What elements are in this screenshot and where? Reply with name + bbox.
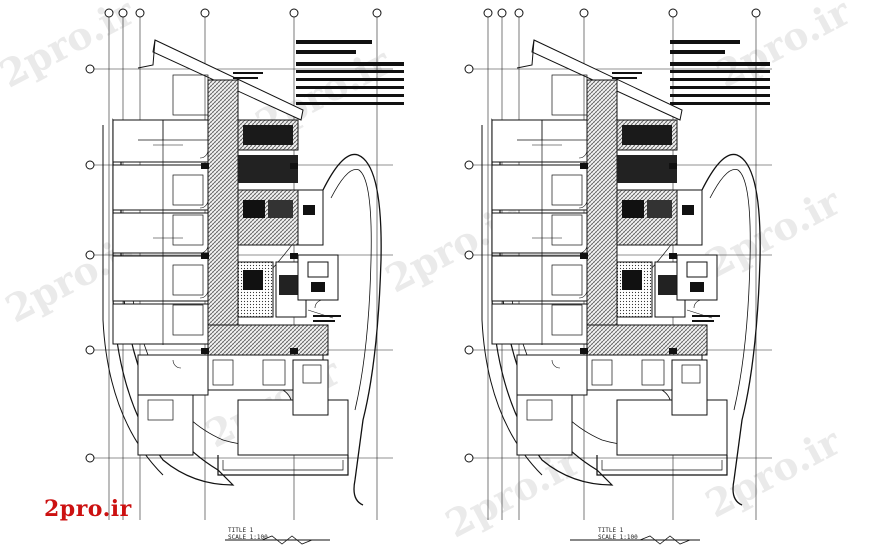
plan-title: TITLE 1	[228, 527, 254, 534]
plan-scale: SCALE 1:100	[228, 534, 268, 541]
plan-scale: SCALE 1:100	[598, 534, 638, 541]
brand-logo: 2pro.ir	[44, 496, 132, 522]
floor-plan-right	[464, 8, 773, 545]
plan-caption-left: TITLE 1 SCALE 1:100	[228, 527, 268, 541]
plan-title: TITLE 1	[598, 527, 624, 534]
floor-plan-left	[85, 8, 404, 545]
plan-caption-right: TITLE 1 SCALE 1:100	[598, 527, 638, 541]
